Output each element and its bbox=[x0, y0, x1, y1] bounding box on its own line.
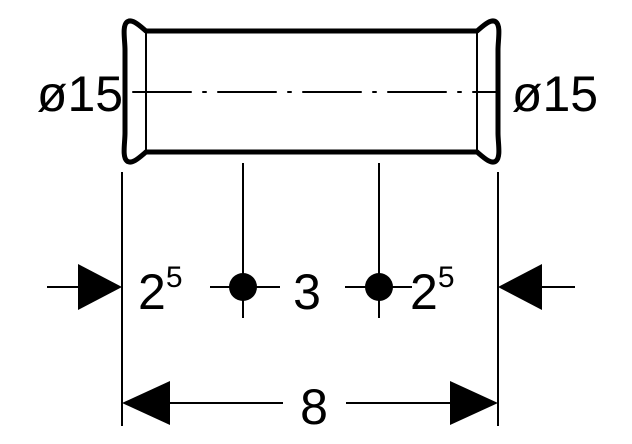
body-left-end bbox=[121, 18, 149, 165]
segment-left-base: 2 bbox=[138, 264, 166, 320]
arrowhead-left-inward bbox=[78, 264, 122, 310]
coupling-body bbox=[121, 18, 502, 165]
diameter-label-right: ø15 bbox=[512, 66, 598, 122]
body-right-end bbox=[474, 18, 502, 165]
arrowhead-right-inward bbox=[498, 264, 542, 310]
arrowhead-total-left bbox=[122, 381, 170, 425]
segment-left-sup: 5 bbox=[166, 261, 183, 294]
segment-right-base: 2 bbox=[410, 264, 438, 320]
arrowhead-total-right bbox=[450, 381, 498, 425]
segment-label-right: 25 bbox=[410, 261, 455, 320]
marker-dot-2 bbox=[365, 273, 393, 301]
diameter-label-left: ø15 bbox=[37, 66, 123, 122]
total-length-label: 8 bbox=[300, 379, 328, 435]
segment-label-left: 25 bbox=[138, 261, 183, 320]
marker-dot-1 bbox=[229, 273, 257, 301]
segment-label-middle: 3 bbox=[293, 264, 321, 320]
segment-right-sup: 5 bbox=[438, 261, 455, 294]
